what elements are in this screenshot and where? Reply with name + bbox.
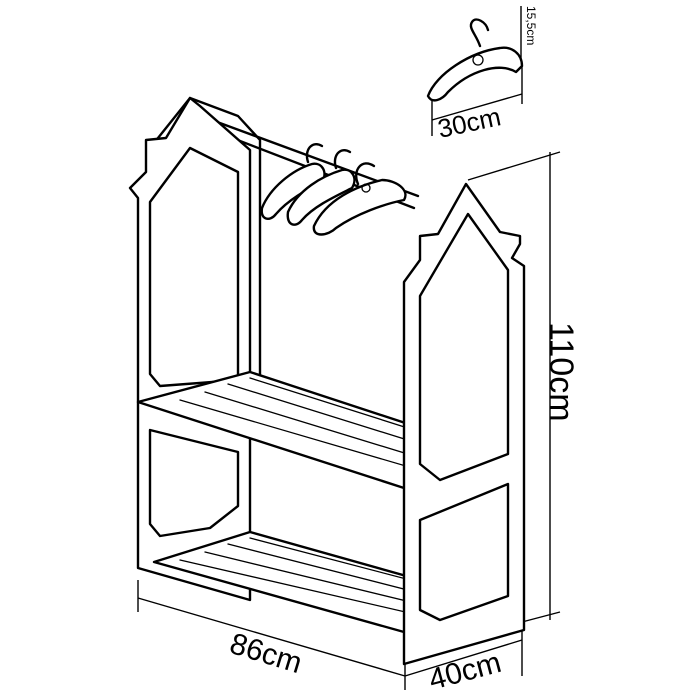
- dimension-lines: [137, 6, 561, 690]
- hanger-detail: [426, 18, 524, 102]
- clothes-rack: [128, 96, 526, 666]
- hanger-width-label: 30cm: [435, 101, 503, 144]
- hanger-height-label: 15,5cm: [524, 6, 538, 45]
- rail-hangers: [260, 143, 407, 236]
- height-label: 110cm: [542, 322, 580, 422]
